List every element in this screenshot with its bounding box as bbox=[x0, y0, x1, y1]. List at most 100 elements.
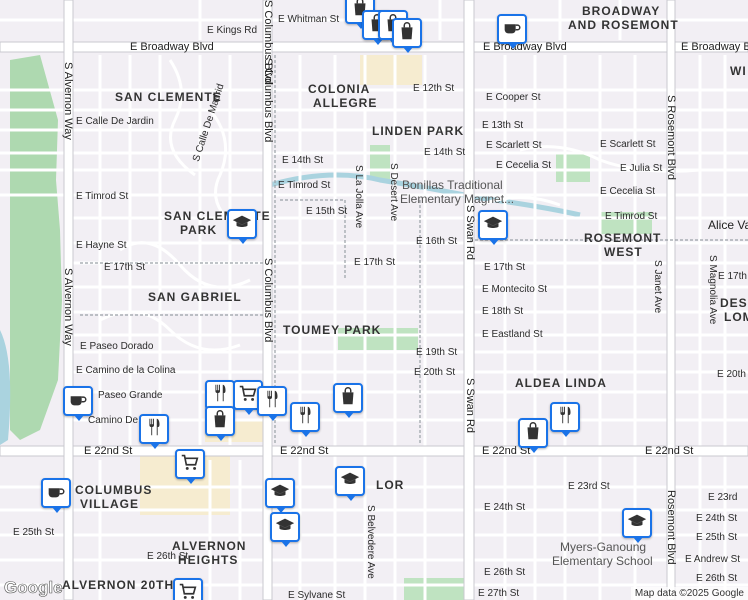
school-cap-icon bbox=[269, 480, 291, 507]
map-attribution: Map data ©2025 Google bbox=[630, 587, 748, 600]
coffee-cup-icon bbox=[501, 16, 523, 43]
google-logo: Google bbox=[4, 578, 63, 598]
coffee-cup-icon bbox=[45, 480, 67, 507]
poi-pin[interactable] bbox=[333, 383, 363, 418]
poi-pin[interactable] bbox=[175, 449, 205, 484]
poi-pin[interactable] bbox=[205, 406, 235, 441]
school-cap-icon bbox=[231, 211, 253, 238]
poi-pin[interactable] bbox=[265, 478, 295, 513]
poi-pin[interactable] bbox=[290, 402, 320, 437]
street-label: E 13th St bbox=[482, 120, 524, 131]
street-label: Camino De bbox=[88, 415, 139, 426]
neighborhood-label: LOM bbox=[724, 310, 748, 324]
park-area bbox=[556, 152, 590, 182]
neighborhood-label: SAN CLEMENTE bbox=[115, 90, 222, 104]
street-label: E 20th St bbox=[414, 367, 456, 378]
street-label: E Timrod St bbox=[76, 191, 129, 202]
arterial-label: E 22nd St bbox=[482, 445, 531, 457]
neighborhood-label: PARK bbox=[180, 223, 218, 237]
neighborhood-label: ALVERNON bbox=[172, 539, 247, 553]
school-cap-icon bbox=[626, 510, 648, 537]
neighborhood-label: ALVERNON 20TH bbox=[62, 578, 175, 592]
park-area bbox=[370, 145, 390, 180]
arterial-label: E Broadway Blvd bbox=[483, 41, 567, 53]
street-label: E Cooper St bbox=[486, 92, 541, 103]
poi-pin[interactable] bbox=[173, 578, 203, 600]
poi-pin[interactable] bbox=[270, 512, 300, 547]
street-label: S La Jolla Ave bbox=[353, 165, 364, 229]
street-label: E Kings Rd bbox=[207, 25, 258, 36]
street-label: E 17th St bbox=[354, 257, 396, 268]
street-label: E 19th St bbox=[416, 347, 458, 358]
street-label: E 20th St bbox=[717, 369, 748, 380]
street-label: E 26th St bbox=[147, 551, 189, 562]
street-label: E Andrew St bbox=[685, 554, 741, 565]
street-label: E 16th St bbox=[416, 236, 458, 247]
neighborhood-label: AND ROSEMONT bbox=[568, 18, 679, 32]
arterial-label: E 22nd St bbox=[280, 445, 329, 457]
poi-pin[interactable] bbox=[518, 418, 548, 453]
street-label: S Magnolia Ave bbox=[707, 255, 718, 325]
neighborhood-label: TOUMEY PARK bbox=[283, 323, 382, 337]
arterial-label: Rosemont Blvd bbox=[665, 490, 677, 565]
street-label: E Hayne St bbox=[76, 240, 127, 251]
arterial-label: S Swan Rd bbox=[464, 378, 476, 434]
neighborhood-label: VILLAGE bbox=[80, 497, 140, 511]
street-label: E 17th St bbox=[484, 262, 526, 273]
neighborhood-label: WI bbox=[730, 64, 747, 78]
school-label: Bonillas Traditional bbox=[402, 178, 503, 192]
shopping-bag-icon bbox=[522, 420, 544, 447]
street-label: E 24th St bbox=[484, 502, 526, 513]
poi-pin[interactable] bbox=[227, 209, 257, 244]
neighborhood-label: ALDEA LINDA bbox=[515, 376, 607, 390]
street-label: E 25th St bbox=[696, 532, 738, 543]
street-label: E Sylvane St bbox=[288, 590, 346, 600]
shopping-bag-icon bbox=[396, 20, 418, 47]
street-label: Paseo Grande bbox=[98, 390, 163, 401]
poi-pin[interactable] bbox=[139, 414, 169, 449]
street-label: E 24th St bbox=[696, 513, 738, 524]
street-label: E 18th St bbox=[482, 306, 524, 317]
water-area bbox=[0, 330, 11, 445]
poi-pin[interactable] bbox=[41, 478, 71, 513]
poi-pin[interactable] bbox=[478, 210, 508, 245]
street-label: E 14th St bbox=[424, 147, 466, 158]
coffee-cup-icon bbox=[67, 388, 89, 415]
street-label: E 15th St bbox=[306, 206, 348, 217]
street-label: E 23rd bbox=[708, 492, 738, 503]
neighborhood-label: WEST bbox=[604, 245, 643, 259]
street-label: S Belvedere Ave bbox=[365, 505, 376, 579]
neighborhood-label: SAN GABRIEL bbox=[148, 290, 242, 304]
street-label: E 17th St bbox=[104, 262, 146, 273]
arterial-label: E 22nd St bbox=[645, 445, 694, 457]
neighborhood-label: HEIGHTS bbox=[178, 553, 239, 567]
poi-pin[interactable] bbox=[550, 402, 580, 437]
arterial-label: S Swan Rd bbox=[464, 205, 476, 261]
poi-pin[interactable] bbox=[63, 386, 93, 421]
poi-pin[interactable] bbox=[622, 508, 652, 543]
street-label: S Janet Ave bbox=[652, 260, 663, 314]
arterial-label: S Columbus Blvd bbox=[262, 258, 274, 343]
street-label: E Whitman St bbox=[278, 14, 340, 25]
school-cap-icon bbox=[274, 514, 296, 541]
poi-pin[interactable] bbox=[392, 18, 422, 53]
shopping-cart-icon bbox=[177, 580, 199, 600]
school-cap-icon bbox=[339, 468, 361, 495]
street-label: E 26th St bbox=[484, 567, 526, 578]
poi-pin[interactable] bbox=[497, 14, 527, 49]
park-area bbox=[10, 55, 62, 440]
neighborhood-label: BROADWAY bbox=[582, 4, 661, 18]
poi-pin[interactable] bbox=[257, 386, 287, 421]
street-label: E Montecito St bbox=[482, 284, 548, 295]
street-label: E Julia St bbox=[620, 163, 663, 174]
neighborhood-label: COLUMBUS bbox=[75, 483, 153, 497]
street-label: E 17th bbox=[718, 271, 747, 282]
arterial-label: S Alvernon Way bbox=[62, 268, 74, 346]
poi-pin[interactable] bbox=[335, 466, 365, 501]
restaurant-icon bbox=[261, 388, 283, 415]
street-label: E Paseo Dorado bbox=[80, 341, 154, 352]
street-label: E Eastland St bbox=[482, 329, 543, 340]
street-label: E Scarlett St bbox=[600, 139, 656, 150]
neighborhood-label: LOR bbox=[376, 478, 405, 492]
